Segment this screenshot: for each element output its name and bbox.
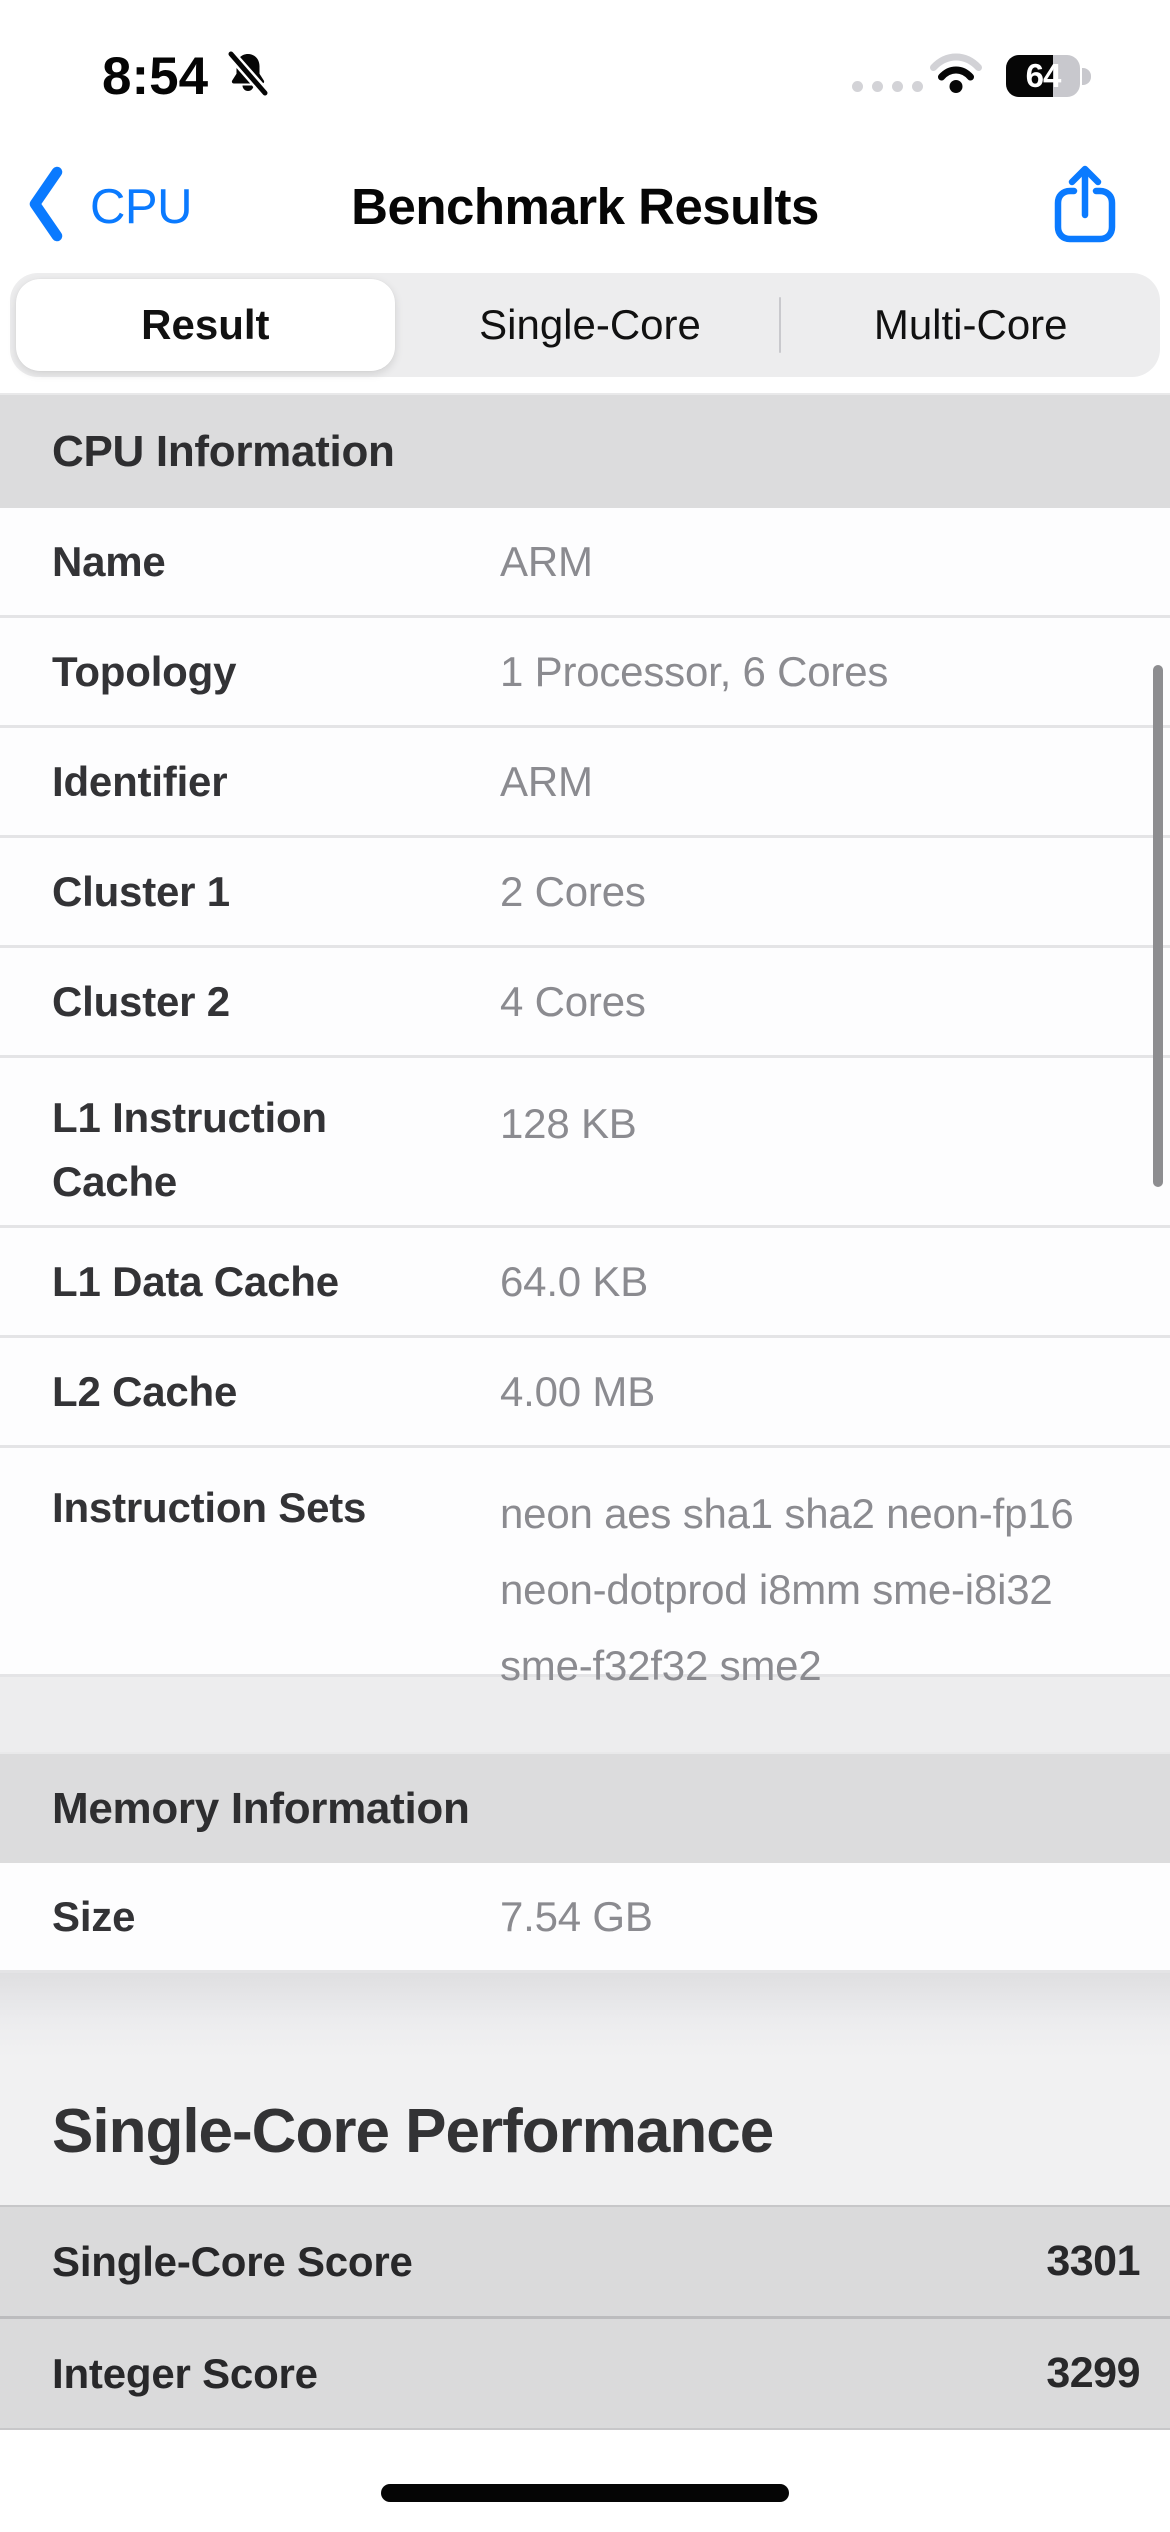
- row-value: neon aes sha1 sha2 neon-fp16 neon-dotpro…: [500, 1490, 1074, 1689]
- back-button[interactable]: CPU: [26, 165, 192, 248]
- row-value: 1 Processor, 6 Cores: [500, 647, 889, 695]
- row-value: 64.0 KB: [500, 1257, 649, 1305]
- battery-percent: 64: [1025, 57, 1062, 94]
- section-gap: [0, 1677, 1170, 1752]
- row-label: L1 Instruction Cache: [52, 1094, 327, 1205]
- section-header-cpu: CPU Information: [0, 393, 1170, 508]
- score-label: Single-Core Score: [52, 2237, 413, 2285]
- status-time: 8:54: [102, 47, 209, 106]
- section-gap-gradient: [0, 1973, 1170, 2058]
- back-button-label: CPU: [90, 179, 192, 234]
- table-row-instruction-sets: Instruction Sets neon aes sha1 sha2 neon…: [0, 1448, 1170, 1689]
- table-row-l1-instruction-cache: L1 Instruction Cache 128 KB: [0, 1058, 1170, 1228]
- score-value: 3301: [1046, 2237, 1140, 2285]
- home-indicator[interactable]: [381, 2484, 789, 2502]
- status-bar: 8:54 64: [0, 0, 1170, 125]
- table-row-cluster1: Cluster 1 2 Cores: [0, 838, 1170, 948]
- row-value: 7.54 GB: [500, 1892, 653, 1940]
- tab-multi-core[interactable]: Multi-Core: [873, 301, 1068, 348]
- mute-bell-slash-icon: [222, 48, 274, 105]
- table-row-identifier: Identifier ARM: [0, 728, 1170, 838]
- row-value: ARM: [500, 537, 593, 585]
- row-label: Identifier: [52, 757, 228, 805]
- bottom-spacer: [0, 2430, 1170, 2532]
- row-label: Cluster 1: [52, 867, 230, 915]
- score-label: Integer Score: [52, 2349, 318, 2397]
- battery-icon: 64: [1006, 55, 1080, 97]
- table-row-topology: Topology 1 Processor, 6 Cores: [0, 618, 1170, 728]
- score-value: 3299: [1046, 2349, 1140, 2397]
- wifi-icon: [930, 53, 982, 100]
- row-value: 4.00 MB: [500, 1367, 656, 1415]
- score-row-single-core: Single-Core Score 3301: [0, 2205, 1170, 2319]
- row-label: Cluster 2: [52, 977, 230, 1025]
- row-label: L2 Cache: [52, 1367, 238, 1415]
- score-row-integer: Integer Score 3299: [0, 2319, 1170, 2430]
- row-value: 2 Cores: [500, 867, 646, 915]
- row-value: 4 Cores: [500, 977, 646, 1025]
- chevron-left-icon: [26, 165, 66, 248]
- table-row-l2-cache: L2 Cache 4.00 MB: [0, 1338, 1170, 1448]
- cellular-signal-icon: [852, 81, 923, 92]
- row-label: Size: [52, 1892, 136, 1940]
- tab-result[interactable]: Result: [16, 279, 395, 371]
- spacer: [0, 377, 1170, 393]
- segment-divider: [779, 297, 782, 353]
- row-value: ARM: [500, 757, 593, 805]
- row-label: Name: [52, 537, 166, 585]
- tab-single-core[interactable]: Single-Core: [479, 301, 701, 348]
- scrollbar[interactable]: [1153, 665, 1163, 1187]
- table-row-cluster2: Cluster 2 4 Cores: [0, 948, 1170, 1058]
- row-value: 128 KB: [500, 1100, 637, 1147]
- table-row-name: Name ARM: [0, 508, 1170, 618]
- page-title: Benchmark Results: [351, 178, 819, 235]
- battery-nub: [1082, 68, 1091, 85]
- segmented-control: Result Single-Core Multi-Core: [10, 273, 1160, 377]
- table-row-size: Size 7.54 GB: [0, 1863, 1170, 1973]
- section-header-memory: Memory Information: [0, 1752, 1170, 1863]
- share-button[interactable]: [1050, 163, 1120, 252]
- performance-title-band: Single-Core Performance: [0, 2058, 1170, 2205]
- nav-bar: CPU Benchmark Results: [0, 125, 1170, 243]
- share-icon: [1050, 165, 1120, 251]
- battery-fill: [1006, 55, 1053, 97]
- row-label: L1 Data Cache: [52, 1257, 339, 1305]
- performance-title: Single-Core Performance: [52, 2097, 774, 2166]
- row-label: Instruction Sets: [52, 1484, 367, 1531]
- table-row-l1-data-cache: L1 Data Cache 64.0 KB: [0, 1228, 1170, 1338]
- row-label: Topology: [52, 647, 237, 695]
